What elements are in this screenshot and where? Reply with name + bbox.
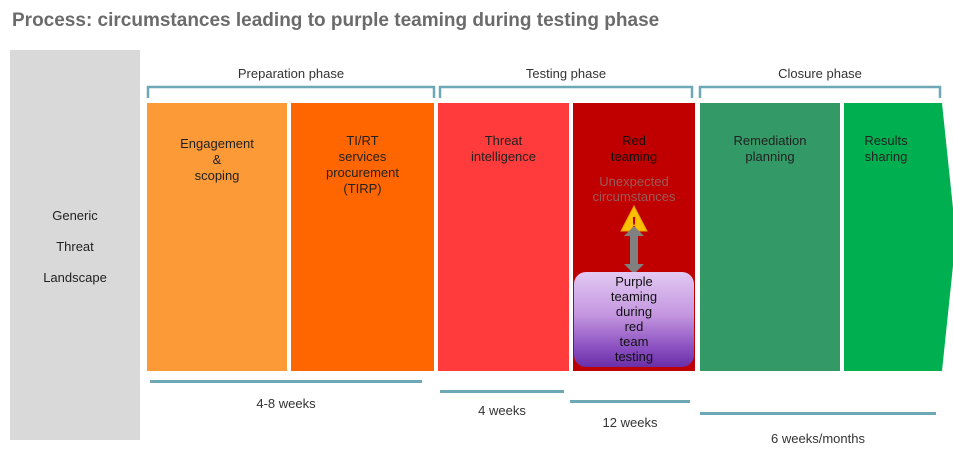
- preparation-phase-label: Preparation phase: [237, 66, 345, 81]
- results-sharing-label: Results sharing: [864, 133, 908, 164]
- engagement-scoping-block: Engagement & scoping: [147, 103, 287, 371]
- engagement-scoping-label: Engagement & scoping: [180, 136, 254, 183]
- prep-duration-label: 4-8 weeks: [256, 396, 316, 411]
- landscape-line-3: Landscape: [43, 270, 107, 285]
- red-teaming-label: Red teaming: [610, 133, 658, 164]
- tirp-block: TI/RT services procurement (TIRP): [291, 103, 434, 371]
- preparation-bracket: [146, 85, 436, 98]
- landscape-line-2: Threat: [56, 239, 94, 254]
- remediation-planning-label: Remediation planning: [733, 133, 807, 164]
- closure-bracket: [698, 85, 942, 98]
- threat-intelligence-block: Threat intelligence: [438, 103, 569, 371]
- rt-duration-line: [570, 400, 690, 403]
- testing-bracket: [438, 85, 694, 98]
- closure-duration-label: 6 weeks/months: [771, 431, 865, 446]
- ti-duration-line: [440, 390, 564, 393]
- closure-phase-label: Closure phase: [778, 66, 862, 81]
- landscape-line-1: Generic: [52, 208, 98, 223]
- unexpected-circumstances-label: Unexpected circumstances: [592, 174, 676, 204]
- landscape-label: Generic Threat Landscape: [10, 200, 140, 293]
- generic-threat-landscape-panel: [10, 50, 140, 440]
- double-arrow-icon: [624, 226, 644, 274]
- results-sharing-arrow: [844, 103, 953, 371]
- page-title: Process: circumstances leading to purple…: [12, 10, 660, 31]
- ti-duration-label: 4 weeks: [478, 403, 526, 418]
- remediation-planning-block: Remediation planning: [700, 103, 840, 371]
- threat-intelligence-label: Threat intelligence: [470, 133, 537, 164]
- svg-text:!: !: [631, 215, 636, 232]
- results-sharing-block: Results sharing: [844, 103, 928, 371]
- tirp-label: TI/RT services procurement (TIRP): [326, 133, 399, 196]
- rt-duration-label: 12 weeks: [602, 415, 658, 430]
- closure-duration-line: [700, 412, 936, 415]
- testing-phase-label: Testing phase: [525, 66, 607, 81]
- prep-duration-line: [150, 380, 422, 383]
- purple-teaming-label: Purple teaming during red team testing: [610, 274, 658, 364]
- purple-teaming-box: Purple teaming during red team testing: [574, 272, 694, 367]
